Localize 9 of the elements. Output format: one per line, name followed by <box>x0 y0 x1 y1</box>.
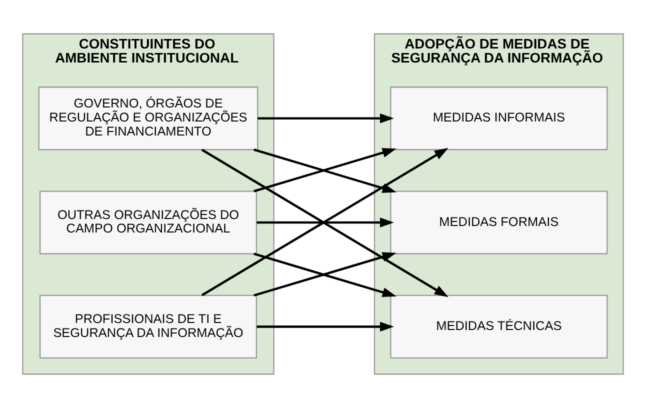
node-box: MEDIDAS FORMAIS <box>390 190 608 254</box>
arrow <box>256 322 394 332</box>
node-box: MEDIDAS TÉCNICAS <box>390 294 608 358</box>
node-box: MEDIDAS INFORMAIS <box>390 86 608 150</box>
arrow <box>256 218 394 228</box>
node-box: OUTRAS ORGANIZAÇÕES DO CAMPO ORGANIZACIONAL <box>39 190 258 254</box>
arrow <box>258 114 394 124</box>
node-box: PROFISSIONAIS DE TI E SEGURANÇA DA INFORMAÇÃO <box>39 294 258 358</box>
node-box: GOVERNO, ÓRGÃOS DE REGULAÇÃO E ORGANIZAÇÕES DE FINANCIAMENTO <box>38 86 258 150</box>
